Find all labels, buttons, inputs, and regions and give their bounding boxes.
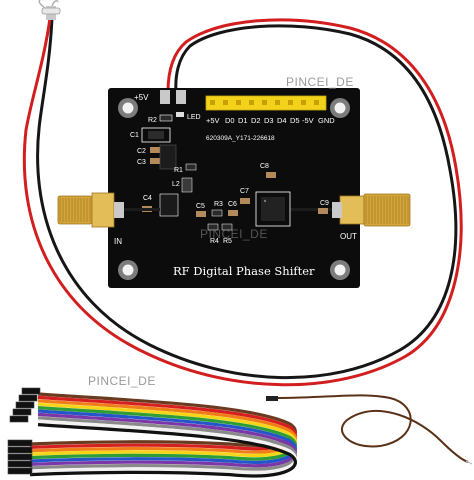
header-pin — [275, 100, 280, 105]
resistor-r1 — [185, 163, 197, 171]
watermark-top: PINCEI_DE — [286, 75, 354, 89]
pcb-board: +5V LED +5V D0 D1 D2 D3 D4 D5 -5V GND 62… — [108, 88, 360, 288]
chip-left — [159, 193, 179, 217]
label-c8: C8 — [260, 163, 269, 170]
capacitor-c7 — [240, 198, 250, 204]
label-r4: R4 — [210, 238, 219, 245]
capacitor-c5 — [196, 211, 206, 217]
dupont-connector — [7, 453, 33, 461]
board-code: 620309A_Y171-226618 — [206, 135, 275, 142]
header-pin-labels: +5V D0 D1 D2 D3 D4 D5 -5V GND — [206, 116, 335, 125]
resistor-r4 — [207, 223, 219, 231]
mounting-hole-bottom-right — [330, 260, 350, 280]
label-c6: C6 — [228, 201, 237, 208]
capacitor-c8 — [266, 172, 276, 178]
pin-label-d2: D2 — [251, 116, 261, 125]
brown-jumper-wire — [266, 394, 473, 465]
ribbon-wire — [29, 416, 297, 471]
power-label: +5V — [134, 93, 149, 102]
label-l2: L2 — [172, 181, 180, 188]
sma-connector-out — [332, 193, 411, 227]
pin-header — [205, 95, 327, 111]
label-r5: R5 — [223, 238, 232, 245]
capacitor-c9 — [318, 208, 328, 214]
header-pin — [262, 100, 267, 105]
pin-label-neg5v: -5V — [302, 116, 314, 125]
phase-shifter-ic — [255, 191, 291, 227]
ribbon-wire — [29, 423, 297, 478]
dupont-connector — [12, 408, 32, 416]
dupont-connector — [7, 446, 33, 454]
label-c2: C2 — [137, 148, 146, 155]
watermark-center: PINCEI_DE — [200, 227, 268, 241]
rf-trace-in — [112, 208, 160, 211]
capacitor-c2 — [150, 147, 160, 153]
header-pin — [301, 100, 306, 105]
header-pin — [223, 100, 228, 105]
dupont-connector — [7, 467, 33, 475]
power-pad-left — [160, 90, 170, 104]
sma-connector-in — [57, 192, 124, 228]
dupont-connector — [9, 415, 29, 423]
mounting-hole-bottom-left — [118, 260, 138, 280]
pin-label-d1: D1 — [238, 116, 248, 125]
pin-label-gnd: GND — [318, 116, 335, 125]
header-pin — [210, 100, 215, 105]
dupont-connector — [7, 439, 33, 447]
inductor-l2 — [181, 177, 193, 193]
capacitor-c6 — [228, 210, 238, 216]
power-cable-loop — [22, 0, 463, 387]
header-pin — [288, 100, 293, 105]
label-c9: C9 — [320, 200, 329, 207]
pcb — [108, 88, 360, 288]
label-c7: C7 — [240, 188, 249, 195]
in-label: IN — [114, 237, 122, 246]
header-pin — [314, 100, 319, 105]
header-pin — [249, 100, 254, 105]
mounting-hole-top-right — [330, 98, 350, 118]
mounting-hole-top-left — [118, 98, 138, 118]
out-label: OUT — [340, 232, 357, 241]
resistor-r5 — [221, 223, 233, 231]
dupont-connector — [15, 401, 35, 409]
pin-label-d4: D4 — [277, 116, 287, 125]
label-c1: C1 — [130, 132, 139, 139]
label-r2: R2 — [148, 117, 157, 124]
dupont-connector — [7, 460, 33, 468]
board-title: RF Digital Phase Shifter — [173, 264, 315, 278]
label-r3: R3 — [214, 201, 223, 208]
regulator-chip — [159, 144, 177, 170]
capacitor-c3 — [150, 158, 160, 164]
power-pad-right — [176, 90, 186, 104]
header-pin — [236, 100, 241, 105]
pin-label-d5: D5 — [290, 116, 300, 125]
led — [176, 112, 184, 117]
label-c3: C3 — [137, 159, 146, 166]
label-c4: C4 — [143, 195, 152, 202]
resistor-r2 — [159, 114, 173, 122]
resistor-r3 — [211, 209, 223, 217]
pin-label-5v: +5V — [206, 116, 220, 125]
watermark-bottom: PINCEI_DE — [88, 374, 156, 388]
ribbon-wire — [29, 419, 297, 475]
pin-label-d3: D3 — [264, 116, 274, 125]
label-r1: R1 — [174, 167, 183, 174]
dupont-connector — [18, 394, 38, 402]
label-c5: C5 — [196, 203, 205, 210]
rainbow-ribbon-cable — [7, 387, 297, 478]
led-label: LED — [187, 114, 201, 121]
pin-label-d0: D0 — [225, 116, 235, 125]
dupont-connector — [21, 387, 41, 395]
capacitor-c1 — [141, 127, 171, 143]
